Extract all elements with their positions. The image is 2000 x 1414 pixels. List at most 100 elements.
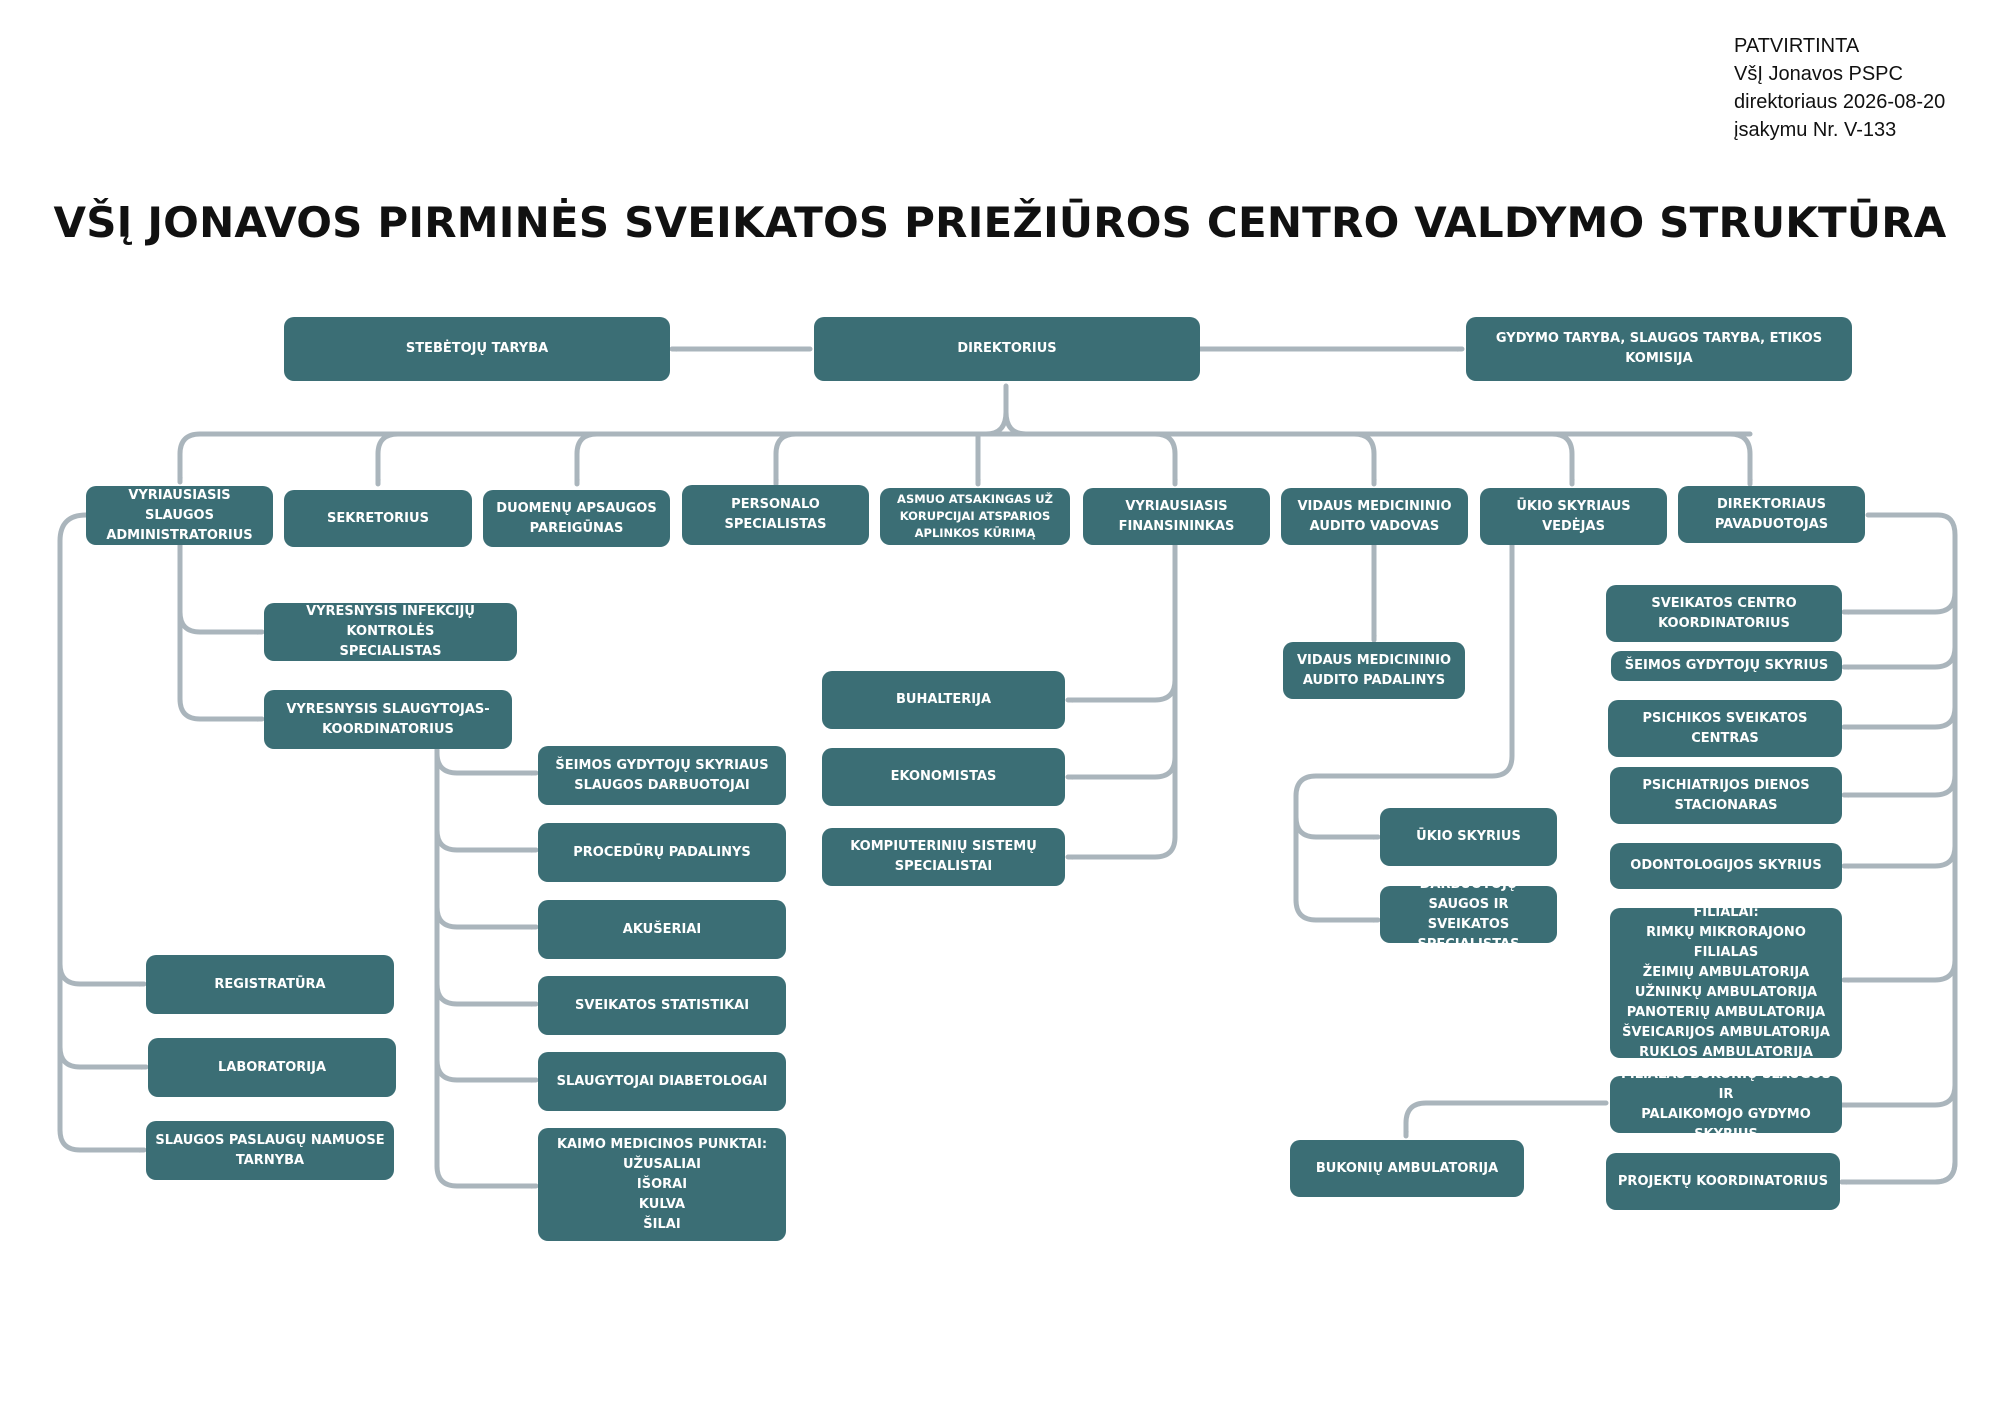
anti-corruption-officer-node: ASMUO ATSAKINGAS UŽ KORUPCIJAI ATSPARIOS… bbox=[880, 488, 1070, 545]
project-coordinator-node: PROJEKTŲ KOORDINATORIUS bbox=[1606, 1153, 1840, 1210]
node-label: EKONOMISTAS bbox=[890, 769, 997, 784]
connector-arrow bbox=[57, 961, 147, 987]
connector-arrow bbox=[434, 1163, 539, 1189]
connector-arrow bbox=[57, 1044, 149, 1070]
procedures-unit-node: PROCEDŪRŲ PADALINYS bbox=[538, 823, 786, 882]
connector-marker bbox=[1839, 1159, 1958, 1185]
connector-arrow bbox=[375, 431, 401, 487]
occupational-safety-specialist-node: DARBUOTOJŲ SAUGOS IR SVEIKATOS SPECIALIS… bbox=[1380, 877, 1557, 952]
node-label: FINANSININKAS bbox=[1118, 518, 1235, 534]
node-label: STACIONARAS bbox=[1674, 797, 1778, 813]
node-label: AUDITO PADALINYS bbox=[1302, 672, 1446, 688]
node-label: BUHALTERIJA bbox=[895, 692, 992, 707]
node-label: KORUPCIJAI ATSPARIOS bbox=[899, 509, 1051, 523]
connector-arrow bbox=[434, 904, 539, 930]
node-label: KULVA bbox=[638, 1196, 686, 1212]
connector-arrow bbox=[434, 981, 539, 1007]
node-label: SLAUGYTOJAI DIABETOLOGAI bbox=[556, 1073, 768, 1089]
node-label: ŠEIMOS GYDYTOJŲ SKYRIAUS bbox=[555, 757, 769, 773]
connector-arrow bbox=[1841, 772, 1958, 798]
diabetology-nurses-node: SLAUGYTOJAI DIABETOLOGAI bbox=[538, 1052, 786, 1111]
chart-title: VŠĮ JONAVOS PIRMINĖS SVEIKATOS PRIEŽIŪRO… bbox=[53, 198, 1947, 247]
node-label: VIDAUS MEDICININIO bbox=[1296, 652, 1452, 668]
medical-council-node: GYDYMO TARYBA, SLAUGOS TARYBA, ETIKOS KO… bbox=[1466, 317, 1852, 381]
node-label: UŽUSALIAI bbox=[623, 1156, 701, 1172]
accounting-node: BUHALTERIJA bbox=[822, 671, 1065, 729]
connector-arrow bbox=[1065, 754, 1178, 780]
home-nursing-service-node: SLAUGOS PASLAUGŲ NAMUOSE TARNYBA bbox=[146, 1121, 394, 1180]
connector-arrow bbox=[1841, 843, 1958, 869]
node-label: ŠVEICARIJOS AMBULATORIJA bbox=[1622, 1025, 1830, 1040]
node-label: REGISTRATŪRA bbox=[214, 976, 326, 992]
connector-arrow bbox=[1727, 431, 1753, 487]
node-label: FILIALAS BUKONIŲ SLAUGOS IR bbox=[1621, 1066, 1831, 1102]
node-label: SEKRETORIUS bbox=[327, 510, 429, 526]
node-label: KAIMO MEDICINOS PUNKTAI: bbox=[556, 1136, 768, 1152]
computer-systems-specialists-node: KOMPIUTERINIŲ SISTEMŲ SPECIALISTAI bbox=[822, 828, 1065, 886]
approval-line: įsakymu Nr. V-133 bbox=[1734, 119, 1897, 141]
connector-arrow bbox=[1839, 1082, 1958, 1108]
node-label: SPECIALISTAS bbox=[339, 644, 442, 659]
secretary-node: SEKRETORIUS bbox=[284, 490, 472, 547]
connector-arrow bbox=[57, 1127, 147, 1153]
internal-audit-head-node: VIDAUS MEDICININIO AUDITO VADOVAS bbox=[1281, 488, 1468, 545]
node-label: PAREIGŪNAS bbox=[529, 520, 624, 536]
economy-department-node: ŪKIO SKYRIUS bbox=[1380, 808, 1557, 866]
node-label: STEBĖTOJŲ TARYBA bbox=[405, 341, 549, 356]
node-label: BUKONIŲ AMBULATORIJA bbox=[1315, 1160, 1499, 1176]
connector-arrow bbox=[1841, 589, 1958, 615]
node-label: GYDYMO TARYBA, SLAUGOS TARYBA, ETIKOS KO… bbox=[1495, 331, 1823, 366]
node-label: PROJEKTŲ KOORDINATORIUS bbox=[1617, 1173, 1829, 1189]
node-label: SLAUGOS PASLAUGŲ NAMUOSE bbox=[155, 1132, 385, 1148]
connector-line bbox=[57, 512, 89, 1133]
connector-arrow bbox=[1549, 431, 1575, 487]
node-label: PALAIKOMOJO GYDYMO SKYRIUS bbox=[1641, 1106, 1811, 1142]
connector-arrow bbox=[434, 1057, 539, 1083]
node-label: KOORDINATORIUS bbox=[1658, 615, 1790, 631]
economist-node: EKONOMISTAS bbox=[822, 748, 1065, 806]
node-label: FILIALAI: bbox=[1693, 905, 1759, 920]
personnel-specialist-node: PERSONALO SPECIALISTAS bbox=[682, 485, 869, 545]
health-centre-coordinator-node: SVEIKATOS CENTRO KOORDINATORIUS bbox=[1606, 585, 1842, 642]
connector-arrow bbox=[1152, 431, 1178, 487]
infection-control-specialist-node: VYRESNYSIS INFEKCIJŲ KONTROLĖS SPECIALIS… bbox=[264, 603, 517, 661]
node-label: UŽNINKŲ AMBULATORIJA bbox=[1634, 985, 1818, 1000]
node-label: APLINKOS KŪRIMĄ bbox=[914, 526, 1036, 540]
node-label: VYRIAUSIASIS SLAUGOS bbox=[128, 487, 231, 523]
node-label: ADMINISTRATORIUS bbox=[106, 527, 253, 543]
dentistry-department-node: ODONTOLOGIJOS SKYRIUS bbox=[1610, 843, 1842, 889]
senior-nurse-coordinator-node: VYRESNYSIS SLAUGYTOJAS- KOORDINATORIUS bbox=[264, 690, 512, 749]
connector-line bbox=[1293, 542, 1515, 903]
node-label: IŠORAI bbox=[636, 1176, 688, 1192]
node-label: PERSONALO SPECIALISTAS bbox=[724, 497, 827, 532]
approval-line: VšĮ Jonavos PSPC bbox=[1734, 63, 1903, 85]
node-label: VYRESNYSIS SLAUGYTOJAS- bbox=[286, 701, 490, 717]
branches-node: FILIALAI: RIMKŲ MIKRORAJONO FILIALAS ŽEI… bbox=[1610, 905, 1842, 1060]
node-label: DIREKTORIAUS bbox=[1717, 496, 1826, 512]
node-label: PSICHIATRIJOS DIENOS bbox=[1642, 777, 1810, 793]
bukoniai-branch-node: FILIALAS BUKONIŲ SLAUGOS IR PALAIKOMOJO … bbox=[1610, 1067, 1842, 1142]
approval-line: direktoriaus 2026-08-20 bbox=[1734, 91, 1946, 113]
node-label: SVEIKATOS STATISTIKAI bbox=[574, 997, 750, 1013]
connector-arrow bbox=[177, 609, 265, 722]
node-label: ŪKIO SKYRIAUS VEDĖJAS bbox=[1516, 498, 1631, 534]
connector-arrow bbox=[177, 542, 265, 635]
connector-line bbox=[1839, 512, 1958, 1185]
node-label: SVEIKATOS SPECIALISTAS bbox=[1417, 916, 1520, 952]
family-doctors-department-node: ŠEIMOS GYDYTOJŲ SKYRIUS bbox=[1611, 651, 1842, 681]
midwives-node: AKUŠERIAI bbox=[538, 900, 786, 959]
node-label: VYRIAUSIASIS bbox=[1125, 498, 1228, 514]
node-label: VYRESNYSIS INFEKCIJŲ KONTROLĖS bbox=[306, 604, 475, 639]
family-doctors-nursing-staff-node: ŠEIMOS GYDYTOJŲ SKYRIAUS SLAUGOS DARBUOT… bbox=[538, 746, 786, 805]
connector-arrow bbox=[773, 431, 799, 487]
node-label: ŠILAI bbox=[643, 1216, 681, 1232]
connector-arrow bbox=[1841, 644, 1958, 670]
approval-stamp: PATVIRTINTA VšĮ Jonavos PSPC direktoriau… bbox=[1734, 32, 1984, 144]
economy-department-head-node: ŪKIO SKYRIAUS VEDĖJAS bbox=[1480, 488, 1667, 545]
connector-arrow bbox=[1403, 1100, 1609, 1139]
supervisory-board-node: STEBĖTOJŲ TARYBA bbox=[284, 317, 670, 381]
director-node: DIREKTORIUS bbox=[814, 317, 1200, 381]
node-label: KOORDINATORIUS bbox=[322, 721, 454, 737]
node-label: TARNYBA bbox=[235, 1152, 305, 1168]
